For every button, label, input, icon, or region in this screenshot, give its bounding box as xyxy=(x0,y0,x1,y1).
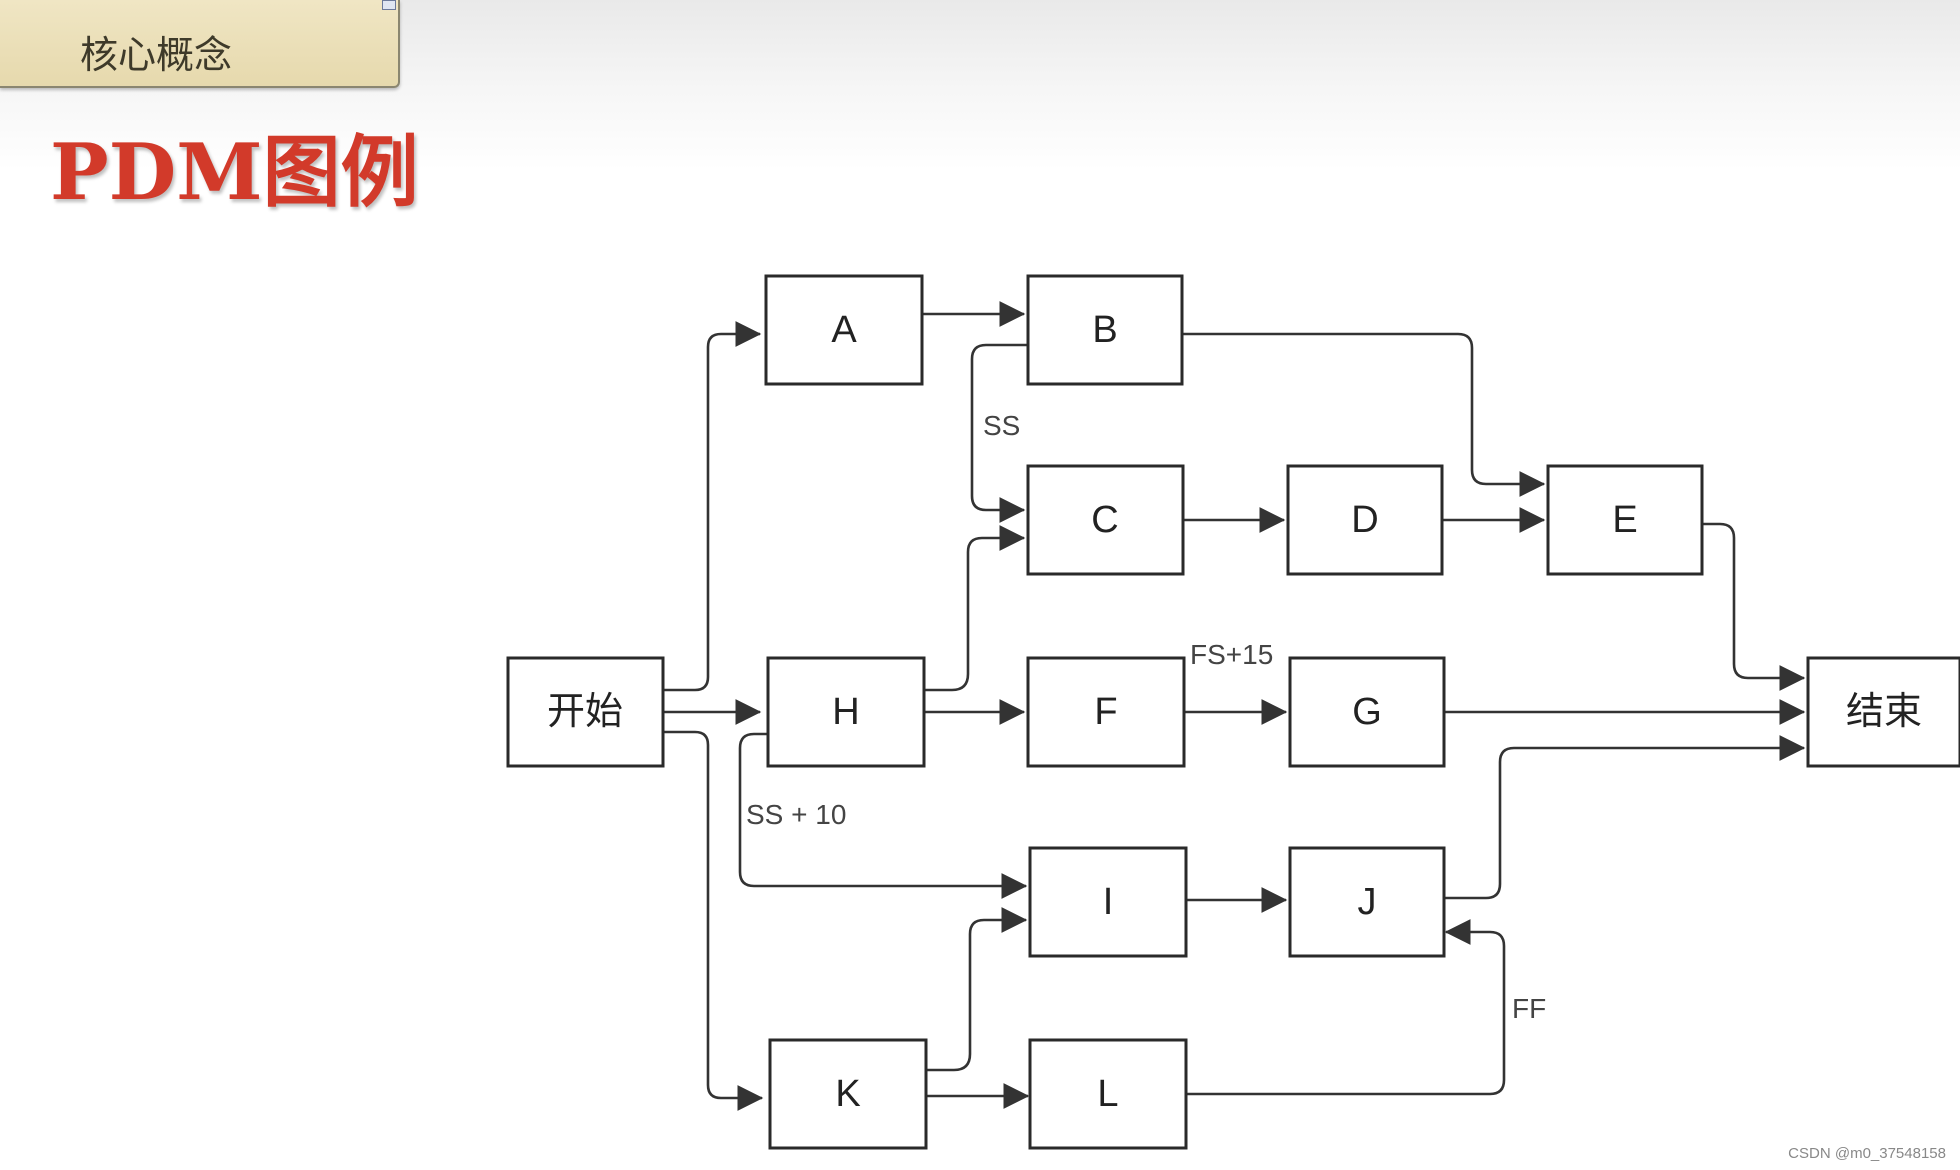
node-f-label: F xyxy=(1094,691,1117,733)
node-h: H xyxy=(766,656,926,768)
edge-e-end xyxy=(1702,522,1806,691)
node-e-label: E xyxy=(1612,499,1637,541)
edge-label-ss: SS xyxy=(983,410,1020,441)
edges xyxy=(663,301,1806,1111)
node-start-label: 开始 xyxy=(547,691,623,733)
node-l-label: L xyxy=(1097,1073,1118,1115)
node-h-label: H xyxy=(832,691,859,733)
node-e: E xyxy=(1546,464,1704,576)
node-b: B xyxy=(1026,274,1184,386)
edge-start-k xyxy=(663,730,764,1111)
node-a-label: A xyxy=(831,309,857,351)
page-title: PDM图例 xyxy=(50,127,419,218)
edge-label-fs15: FS+15 xyxy=(1190,639,1273,670)
edge-start-a xyxy=(663,321,762,692)
node-end-label: 结束 xyxy=(1846,691,1922,733)
node-a: A xyxy=(764,274,924,386)
node-i-label: I xyxy=(1103,881,1114,923)
edge-l-j-ff xyxy=(1186,919,1506,1096)
section-tab-label: 核心概念 xyxy=(80,33,233,77)
node-c-label: C xyxy=(1091,499,1118,541)
node-f: F xyxy=(1026,656,1186,768)
edge-label-ff: FF xyxy=(1512,993,1546,1024)
watermark: CSDN @m0_37548158 xyxy=(1788,1145,1946,1162)
node-end: 结束 xyxy=(1806,656,1960,768)
node-d: D xyxy=(1286,464,1444,576)
node-start: 开始 xyxy=(506,656,665,768)
node-g-label: G xyxy=(1352,691,1382,733)
edge-h-i-ss10 xyxy=(738,732,1028,899)
node-k-label: K xyxy=(835,1073,860,1115)
node-b-label: B xyxy=(1092,309,1117,351)
edge-b-e xyxy=(1182,332,1546,497)
node-g: G xyxy=(1288,656,1446,768)
tab-corner-icon xyxy=(382,0,396,10)
node-j-label: J xyxy=(1358,881,1377,923)
edge-b-c-ss xyxy=(970,343,1028,523)
node-l: L xyxy=(1028,1038,1188,1150)
edge-j-end xyxy=(1444,735,1806,900)
edge-h-c xyxy=(924,525,1026,692)
node-c: C xyxy=(1026,464,1185,576)
node-d-label: D xyxy=(1351,499,1378,541)
edge-label-ss10: SS + 10 xyxy=(746,799,846,830)
section-tab: 核心概念 xyxy=(0,0,400,88)
node-i: I xyxy=(1028,846,1188,958)
node-j: J xyxy=(1288,846,1446,958)
node-k: K xyxy=(768,1038,928,1150)
edge-k-i xyxy=(926,907,1028,1072)
